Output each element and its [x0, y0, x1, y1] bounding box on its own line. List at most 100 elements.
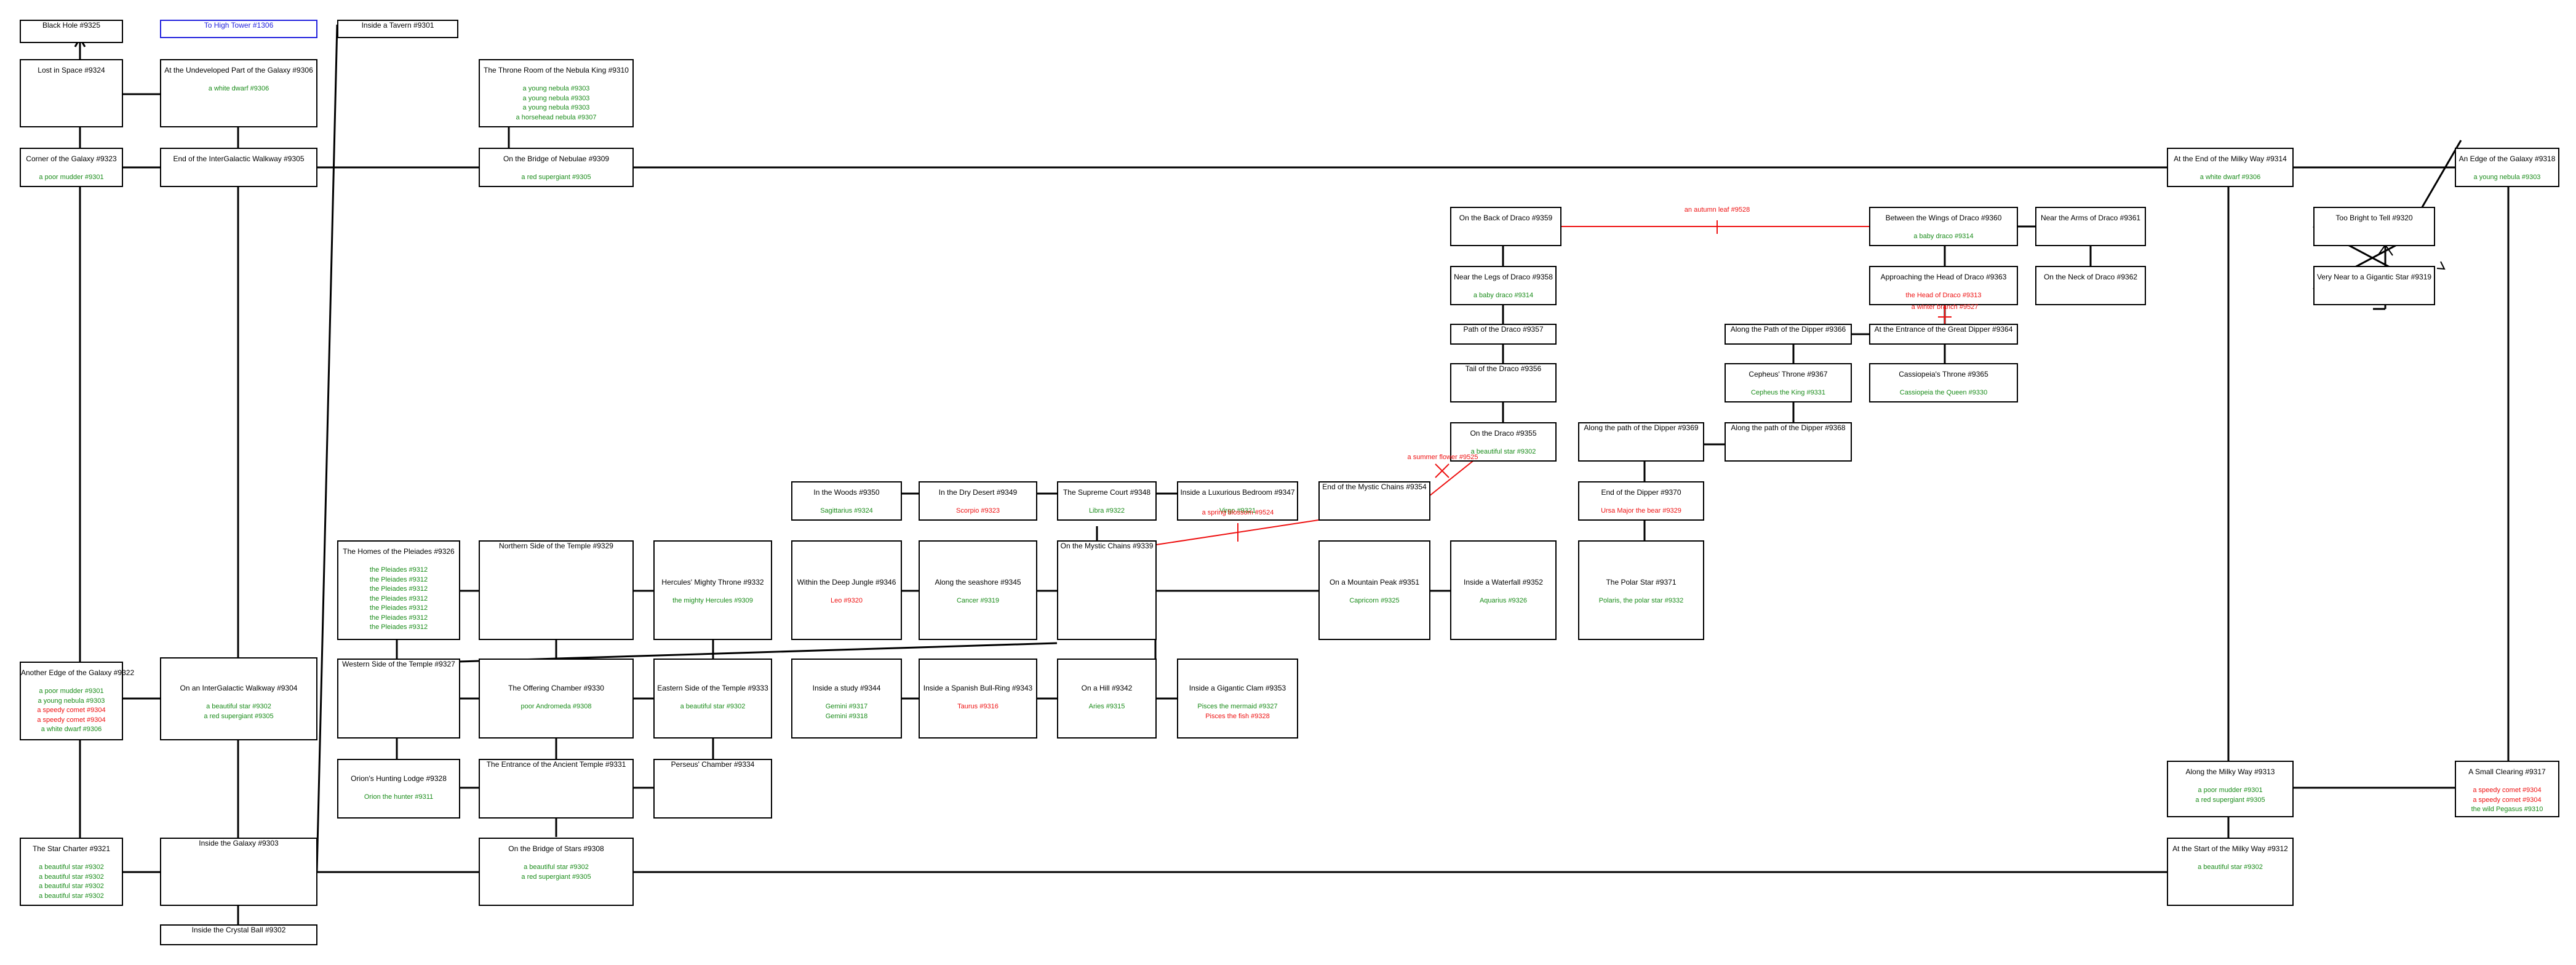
- occupant: Gemini #9318: [825, 712, 868, 720]
- room-title: An Edge of the Galaxy #9318: [2458, 154, 2556, 163]
- occupant: the Pleiades #9312: [369, 623, 428, 631]
- room-along-the-path-of-the-dipper-9366[interactable]: Along the Path of the Dipper #9366: [1725, 324, 1852, 345]
- occupant: Cepheus the King #9331: [1750, 389, 1826, 396]
- occupant: Libra #9322: [1088, 507, 1125, 515]
- floating-item-summer-flower: a summer flower #9525: [1407, 454, 1478, 461]
- room-title: At the Start of the Milky Way #9312: [2172, 844, 2288, 853]
- room-along-the-path-of-the-dipper-9369[interactable]: Along the path of the Dipper #9369: [1578, 422, 1704, 462]
- room-throne-room-of-the-nebula-king[interactable]: The Throne Room of the Nebula King #9310…: [479, 59, 634, 127]
- room-title: The Supreme Court #9348: [1063, 488, 1151, 497]
- room-approaching-the-head-of-draco[interactable]: Approaching the Head of Draco #9363 the H…: [1869, 266, 2018, 305]
- occupant: Sagittarius #9324: [820, 507, 873, 515]
- room-the-entrance-of-the-ancient-temple[interactable]: The Entrance of the Ancient Temple #9331: [479, 759, 634, 819]
- room-northern-side-of-the-temple[interactable]: Northern Side of the Temple #9329: [479, 540, 634, 640]
- room-title: Inside the Galaxy #9303: [199, 839, 279, 847]
- room-western-side-of-the-temple[interactable]: Western Side of the Temple #9327: [337, 659, 460, 739]
- room-on-the-back-of-draco[interactable]: On the Back of Draco #9359: [1450, 207, 1561, 246]
- occupant: a young nebula #9303: [522, 85, 590, 92]
- exit-to-high-tower[interactable]: To High Tower #1306: [160, 20, 317, 38]
- occupant-list: the Head of Draco #9313: [1870, 291, 2017, 301]
- room-title: Eastern Side of the Temple #9333: [657, 684, 768, 692]
- room-title: On a Mountain Peak #9351: [1329, 578, 1420, 587]
- occupant: a beautiful star #9302: [39, 873, 104, 881]
- room-title: On the Neck of Draco #9362: [2043, 273, 2138, 281]
- room-end-of-the-mystic-chains[interactable]: End of the Mystic Chains #9354: [1318, 481, 1430, 521]
- occupant-list: Cepheus the King #9331: [1726, 388, 1851, 398]
- room-black-hole[interactable]: Black Hole #9325: [20, 20, 123, 43]
- occupant-list: a beautiful star #9302: [655, 702, 771, 712]
- occupant: a beautiful star #9302: [2198, 863, 2263, 871]
- room-at-the-start-of-the-milky-way[interactable]: At the Start of the Milky Way #9312 a bea…: [2167, 838, 2294, 906]
- room-title: Too Bright to Tell #9320: [2335, 214, 2413, 222]
- room-perseus-chamber[interactable]: Perseus' Chamber #9334: [653, 759, 772, 819]
- room-eastern-side-of-the-temple[interactable]: Eastern Side of the Temple #9333 a beauti…: [653, 659, 772, 739]
- occupant: Pisces the fish #9328: [1205, 712, 1270, 720]
- occupant: Pisces the mermaid #9327: [1197, 703, 1278, 710]
- occupant: the Pleiades #9312: [369, 566, 428, 574]
- room-on-the-neck-of-draco[interactable]: On the Neck of Draco #9362: [2035, 266, 2146, 305]
- room-path-of-the-draco[interactable]: Path of the Draco #9357: [1450, 324, 1557, 345]
- room-end-of-the-intergalactic-walkway[interactable]: End of the InterGalactic Walkway #9305: [160, 148, 317, 187]
- room-on-the-mystic-chains[interactable]: On the Mystic Chains #9339: [1057, 540, 1157, 640]
- room-inside-the-crystal-ball[interactable]: Inside the Crystal Ball #9302: [160, 924, 317, 945]
- occupant-list: Virgo #9321: [1178, 507, 1297, 516]
- occupant: a beautiful star #9302: [39, 892, 104, 900]
- floating-item-winter-branch: a winter branch #9527: [1911, 303, 1979, 311]
- room-along-the-path-of-the-dipper-9368[interactable]: Along the path of the Dipper #9368: [1725, 422, 1852, 462]
- room-title: Approaching the Head of Draco #9363: [1880, 273, 2007, 281]
- room-very-near-to-a-gigantic-star[interactable]: Very Near to a Gigantic Star #9319: [2313, 266, 2435, 305]
- room-title: On the Bridge of Nebulae #9309: [503, 154, 610, 163]
- room-undeveloped-part-of-the-galaxy[interactable]: At the Undeveloped Part of the Galaxy #9…: [160, 59, 317, 127]
- room-inside-a-tavern[interactable]: Inside a Tavern #9301: [337, 20, 458, 38]
- room-tail-of-the-draco[interactable]: Tail of the Draco #9356: [1450, 363, 1557, 402]
- room-inside-the-galaxy[interactable]: Inside the Galaxy #9303: [160, 838, 317, 906]
- room-near-the-arms-of-draco[interactable]: Near the Arms of Draco #9361: [2035, 207, 2146, 246]
- room-at-the-entrance-of-the-great-dipper[interactable]: At the Entrance of the Great Dipper #936…: [1869, 324, 2018, 345]
- occupant: Gemini #9317: [825, 703, 868, 710]
- room-too-bright-to-tell[interactable]: Too Bright to Tell #9320: [2313, 207, 2435, 246]
- room-lost-in-space[interactable]: Lost in Space #9324: [20, 59, 123, 127]
- occupant-list: Orion the hunter #9311: [338, 793, 459, 803]
- room-title: Within the Deep Jungle #9346: [797, 578, 896, 587]
- room-title: Corner of the Galaxy #9323: [26, 154, 117, 163]
- occupant: Cancer #9319: [956, 597, 1000, 604]
- room-title: On the Draco #9355: [1470, 429, 1537, 438]
- room-title: Along the seashore #9345: [935, 578, 1021, 587]
